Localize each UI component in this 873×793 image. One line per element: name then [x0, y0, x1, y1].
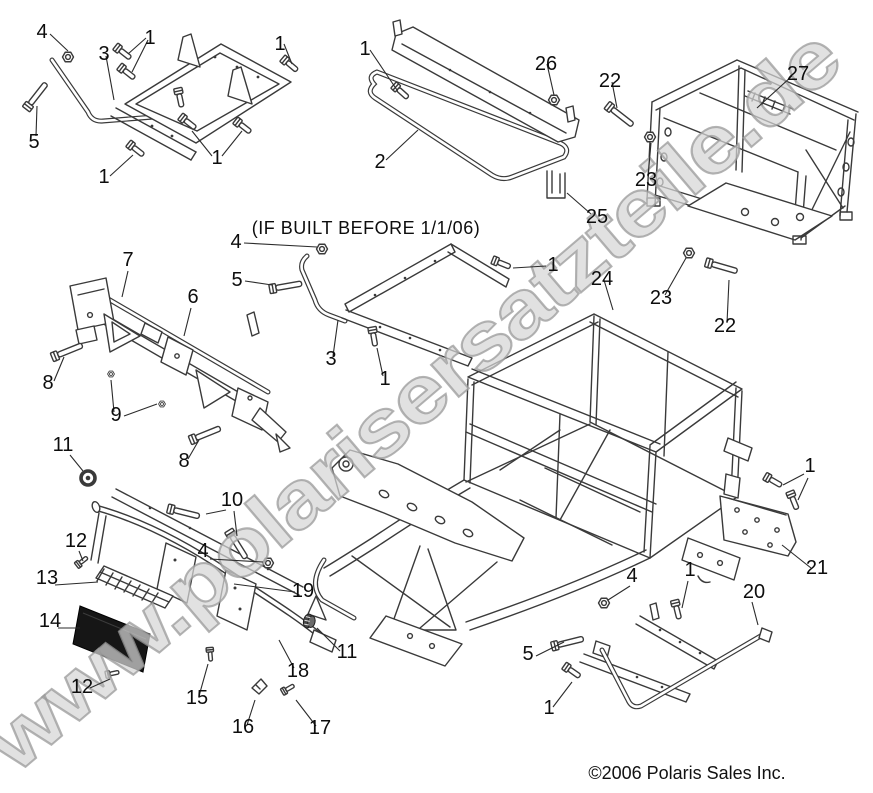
callout-1: 1 — [379, 368, 390, 390]
watermark-text: www.polarisersatzteile.de — [0, 12, 856, 788]
bolt-icon — [560, 661, 583, 681]
callout-18: 18 — [287, 660, 309, 682]
callout-3: 3 — [325, 348, 336, 370]
callout-9: 9 — [110, 404, 121, 426]
callout-1: 1 — [804, 455, 815, 477]
callout-24: 24 — [591, 268, 613, 290]
callout-11: 11 — [337, 641, 358, 663]
bolt-icon — [268, 278, 304, 295]
nut-icon — [682, 247, 696, 259]
screw-icon — [205, 646, 216, 662]
callout-22: 22 — [599, 70, 621, 92]
callout-4: 4 — [626, 565, 637, 587]
callout-10: 10 — [221, 489, 243, 511]
bolt-icon — [367, 325, 381, 348]
assembly-front-bumper — [72, 488, 337, 673]
callout-12: 12 — [71, 676, 93, 698]
callout-3: 3 — [98, 43, 109, 65]
bolt-icon — [187, 423, 223, 446]
copyright-text: ©2006 Polaris Sales Inc. — [588, 763, 785, 783]
callout-labels: 4 1 3 1 1 26 22 27 5 1 1 2 23 25 4 1 24 … — [28, 21, 828, 739]
callout-22: 22 — [714, 315, 736, 337]
bolt-icon — [762, 471, 785, 490]
callout-5: 5 — [522, 643, 533, 665]
bolt-icon — [603, 100, 637, 130]
bolt-icon — [785, 489, 802, 512]
bolt-icon — [49, 340, 85, 363]
assembly-rail-before-0106 — [299, 243, 510, 367]
callout-1: 1 — [359, 38, 370, 60]
callout-8: 8 — [42, 372, 53, 394]
callout-6: 6 — [187, 286, 198, 308]
bolt-icon — [231, 116, 254, 137]
callout-8: 8 — [178, 450, 189, 472]
callout-1: 1 — [547, 254, 558, 276]
callout-19: 19 — [292, 580, 314, 602]
push-nut-icon — [158, 400, 166, 408]
callout-11: 11 — [53, 434, 74, 456]
callout-27: 27 — [787, 63, 809, 85]
callout-13: 13 — [36, 567, 58, 589]
callout-23: 23 — [650, 287, 672, 309]
callout-16: 16 — [232, 716, 254, 738]
callout-1: 1 — [684, 559, 695, 581]
grommet-icon — [79, 469, 97, 487]
nut-icon — [315, 243, 329, 255]
assembly-cargo-rack — [367, 19, 580, 199]
callout-15: 15 — [186, 687, 208, 709]
assembly-main-frame — [307, 313, 753, 667]
callout-26: 26 — [535, 53, 557, 75]
assembly-mount-bracket — [719, 473, 797, 557]
note-if-built-before: (IF BUILT BEFORE 1/1/06) — [252, 218, 480, 238]
bolt-icon — [703, 257, 739, 277]
nut-icon — [61, 51, 75, 63]
leader-lines — [35, 33, 812, 727]
callout-1: 1 — [144, 27, 155, 49]
callout-5: 5 — [28, 131, 39, 153]
callout-14: 14 — [39, 610, 61, 632]
nut-icon — [547, 94, 561, 106]
callout-12: 12 — [65, 530, 87, 552]
assembly-crossmember — [69, 277, 291, 453]
assembly-seat-base — [49, 33, 292, 161]
callout-4: 4 — [36, 21, 47, 43]
callout-4: 4 — [230, 231, 241, 253]
callout-17: 17 — [309, 717, 331, 739]
callout-1: 1 — [543, 697, 554, 719]
callout-20: 20 — [743, 581, 765, 603]
callout-1: 1 — [211, 147, 222, 169]
assembly-rear-rack-rails — [579, 602, 773, 710]
callout-7: 7 — [122, 249, 133, 271]
screw-icon — [279, 681, 297, 697]
bolt-icon — [669, 598, 684, 621]
callout-25: 25 — [586, 206, 608, 228]
callout-4: 4 — [197, 540, 208, 562]
bolt-icon — [549, 633, 586, 652]
bolt-icon — [124, 139, 147, 160]
callout-1: 1 — [274, 33, 285, 55]
clip-icon — [251, 678, 268, 695]
bolt-icon — [115, 62, 138, 83]
callout-2: 2 — [374, 151, 385, 173]
callout-1: 1 — [98, 166, 109, 188]
callout-5: 5 — [231, 269, 242, 291]
assembly-box-stand — [646, 59, 859, 245]
callout-21: 21 — [806, 557, 828, 579]
push-nut-icon — [107, 370, 115, 378]
bolt-icon — [21, 79, 51, 113]
callout-23: 23 — [635, 169, 657, 191]
